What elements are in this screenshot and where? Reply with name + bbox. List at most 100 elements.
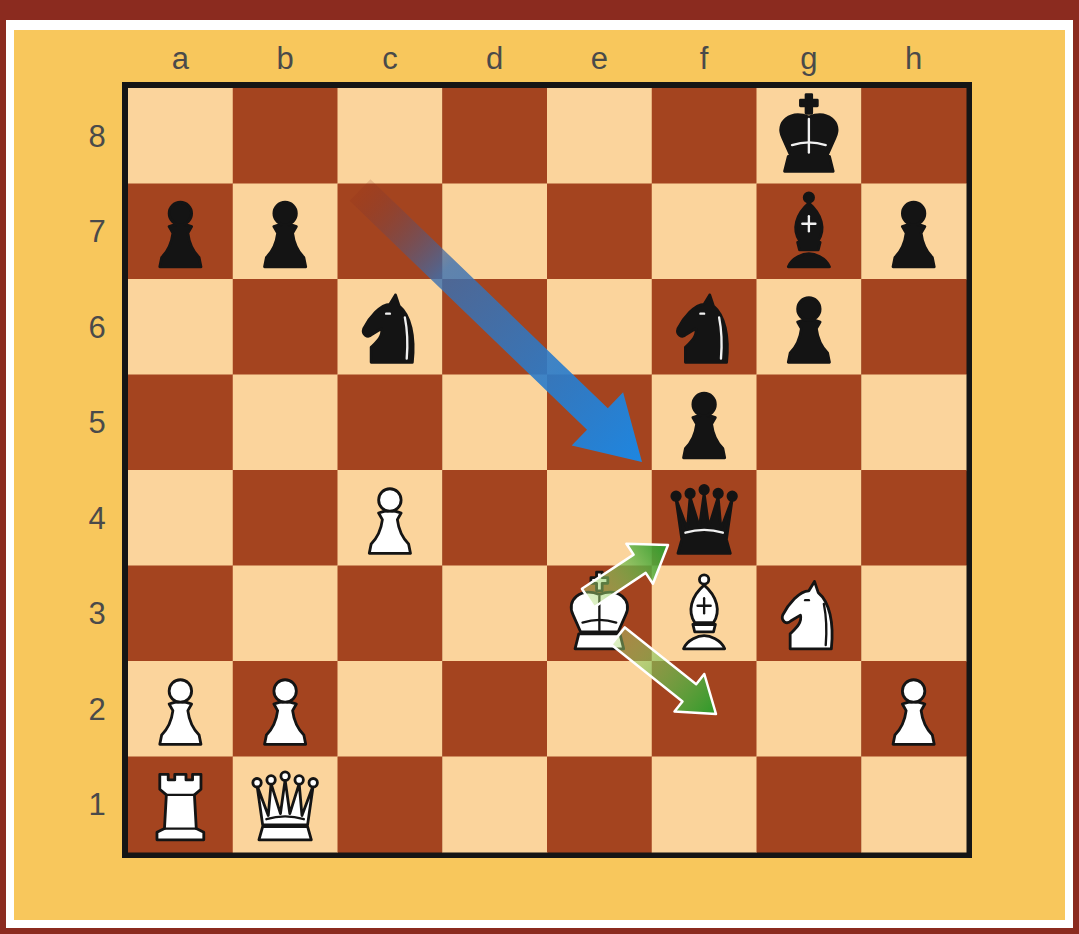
board-square xyxy=(652,375,757,471)
board-square xyxy=(233,661,338,757)
board-square xyxy=(652,566,757,662)
white-piece xyxy=(253,772,318,840)
rank-label: 8 xyxy=(88,120,105,151)
board-square xyxy=(652,88,757,184)
piece-detail xyxy=(164,827,196,829)
board-square xyxy=(547,757,652,853)
piece-detail xyxy=(808,119,810,153)
piece-part xyxy=(691,585,717,622)
black-piece xyxy=(363,295,413,362)
piece-part xyxy=(800,95,817,114)
piece-part xyxy=(798,242,820,249)
piece-part xyxy=(781,115,837,155)
piece-part xyxy=(902,202,924,224)
piece-part xyxy=(295,776,303,784)
piece-detail xyxy=(405,317,407,358)
board-square xyxy=(861,184,966,280)
board-square xyxy=(757,757,862,853)
move-arrow xyxy=(350,179,642,462)
piece-part xyxy=(902,680,924,702)
piece-part xyxy=(160,702,201,745)
piece-detail xyxy=(698,605,711,607)
board-square xyxy=(338,88,443,184)
piece-detail xyxy=(685,530,722,533)
board-square xyxy=(547,184,652,280)
black-piece xyxy=(684,393,725,458)
piece-part xyxy=(700,485,708,493)
black-piece xyxy=(678,295,728,362)
board-square xyxy=(233,757,338,853)
board-square xyxy=(442,661,547,757)
board-square xyxy=(338,470,443,566)
black-piece xyxy=(265,202,306,267)
board-square xyxy=(442,375,547,471)
board-square xyxy=(757,184,862,280)
file-label: c xyxy=(382,43,398,74)
rank-label: 7 xyxy=(88,216,105,247)
board-square xyxy=(338,566,443,662)
piece-part xyxy=(676,493,732,538)
board-square xyxy=(547,88,652,184)
board-square xyxy=(757,88,862,184)
board-square xyxy=(757,661,862,757)
file-label: d xyxy=(486,43,503,74)
piece-part xyxy=(259,827,311,840)
piece-detail xyxy=(792,142,826,145)
white-piece xyxy=(265,680,306,745)
board-square xyxy=(128,566,233,662)
board-square xyxy=(338,375,443,471)
board-square xyxy=(128,279,233,375)
piece-part xyxy=(157,774,204,840)
piece-part xyxy=(160,224,201,267)
piece-part xyxy=(265,224,306,267)
piece-part xyxy=(672,492,680,500)
piece-part xyxy=(699,575,708,584)
piece-part xyxy=(309,779,317,787)
rank-label: 1 xyxy=(88,789,105,820)
white-piece xyxy=(369,489,410,554)
board-square xyxy=(233,375,338,471)
piece-part xyxy=(257,780,313,825)
board-square xyxy=(861,757,966,853)
piece-part xyxy=(281,772,289,780)
file-label: h xyxy=(905,43,922,74)
board-square xyxy=(442,566,547,662)
piece-part xyxy=(684,415,725,458)
piece-detail xyxy=(166,794,194,796)
piece-part xyxy=(678,295,728,362)
white-frame xyxy=(6,20,1073,928)
piece-part xyxy=(274,680,296,702)
piece-part xyxy=(267,776,275,784)
piece-part xyxy=(369,511,410,554)
board-square xyxy=(233,279,338,375)
white-piece xyxy=(684,575,725,649)
board-square xyxy=(442,757,547,853)
board-square xyxy=(861,88,966,184)
piece-part xyxy=(714,489,722,497)
board-square xyxy=(128,661,233,757)
board-square xyxy=(861,470,966,566)
board-border xyxy=(122,82,972,858)
board-square xyxy=(338,661,443,757)
board-square xyxy=(233,470,338,566)
piece-part xyxy=(796,203,822,240)
rank-label: 2 xyxy=(88,693,105,724)
board-square xyxy=(757,470,862,566)
file-label: e xyxy=(591,43,608,74)
piece-part xyxy=(785,156,834,171)
board-square xyxy=(757,566,862,662)
board-square xyxy=(233,184,338,280)
piece-detail xyxy=(266,816,303,819)
piece-part xyxy=(788,320,829,363)
white-piece xyxy=(893,680,934,745)
board-square xyxy=(861,661,966,757)
piece-detail xyxy=(386,312,390,314)
rank-label: 6 xyxy=(88,311,105,342)
board-square xyxy=(338,279,443,375)
chess-pieces xyxy=(157,95,934,840)
board-square xyxy=(547,661,652,757)
board-squares xyxy=(128,88,967,853)
file-label: g xyxy=(800,43,817,74)
board-square xyxy=(547,279,652,375)
